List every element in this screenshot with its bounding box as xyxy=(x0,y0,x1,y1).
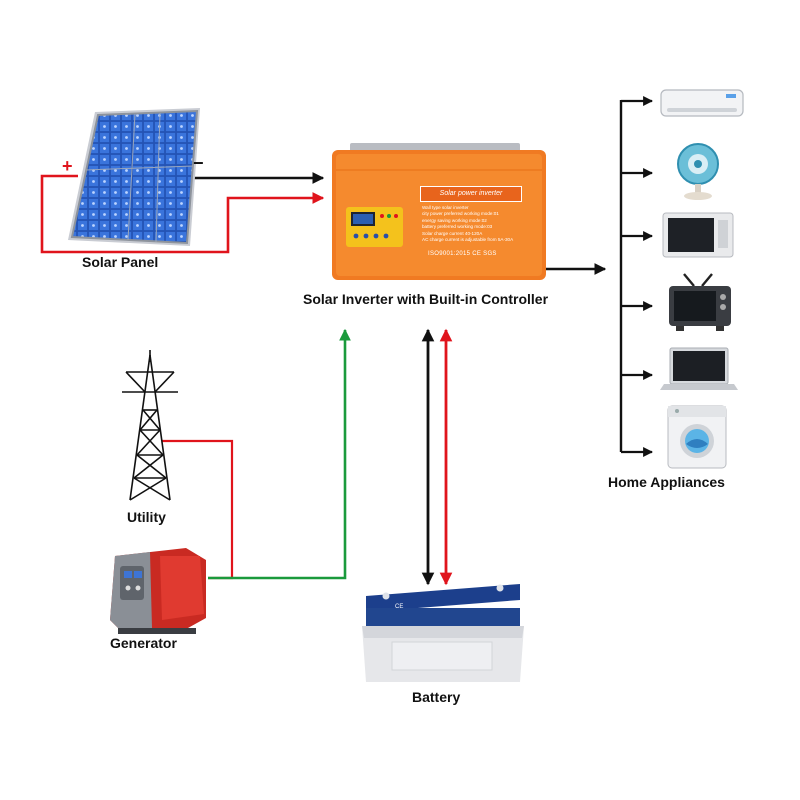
inverter-spec-line: AC charge current is adjustable from 5A-… xyxy=(422,237,514,243)
inverter-label: Solar Inverter with Built-in Controller xyxy=(303,291,549,307)
generator-label: Generator xyxy=(110,635,177,651)
inverter-spec-line: battery preferred working mode:03 xyxy=(422,224,493,230)
washing-machine-icon xyxy=(667,405,727,469)
solar-panel-label: Solar Panel xyxy=(82,254,159,270)
utility-label: Utility xyxy=(127,509,166,525)
output-wires xyxy=(545,96,653,457)
battery-device xyxy=(362,584,524,682)
microwave-icon xyxy=(662,212,734,258)
battery-brand-text: CE xyxy=(395,604,404,610)
generator xyxy=(110,548,206,634)
laptop-icon xyxy=(660,347,738,390)
fan-icon xyxy=(677,143,719,200)
inverter-spec-line: energy saving working mode:02 xyxy=(422,217,487,223)
inverter-certification: ISO9001:2015 CE SGS xyxy=(428,251,497,257)
inverter-spec-line: Solar charge current 40-120A xyxy=(422,230,483,236)
air-conditioner-icon xyxy=(660,89,744,117)
inverter-device xyxy=(332,143,546,280)
home-appliances-label: Home Appliances xyxy=(608,474,725,490)
inverter-spec-lines: Wall type solar inverter city power pref… xyxy=(422,205,532,243)
television-icon xyxy=(669,273,731,331)
inverter-spec-line: city power preferred working mode:01 xyxy=(422,211,499,217)
inverter-spec-line: Wall type solar inverter xyxy=(422,205,469,210)
battery-label: Battery xyxy=(412,689,461,705)
battery-wires xyxy=(421,328,453,586)
panel-plus-terminal: + xyxy=(62,156,73,176)
panel-minus-terminal: − xyxy=(193,153,204,173)
solar-panel-wires xyxy=(40,172,325,254)
inverter-title: Solar power inverter xyxy=(420,186,522,202)
solar-panel xyxy=(68,108,200,246)
utility-tower xyxy=(122,350,178,501)
utility-generator-wires xyxy=(162,328,351,580)
